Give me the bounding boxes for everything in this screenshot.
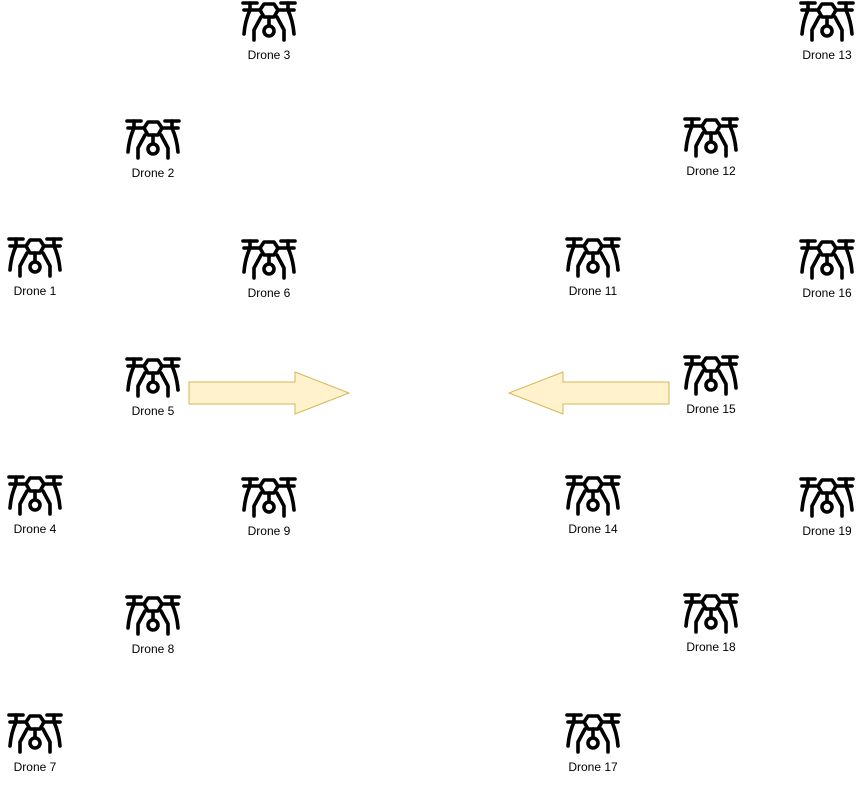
drone-label: Drone 14 (568, 522, 618, 536)
drone-label: Drone 9 (247, 524, 291, 538)
drone-label: Drone 4 (13, 522, 57, 536)
drone-label: Drone 11 (568, 284, 618, 298)
drone-node: Drone 2 (118, 118, 188, 188)
drone-node: Drone 4 (0, 474, 70, 544)
drone-node: Drone 19 (792, 476, 856, 546)
drone-label: Drone 2 (131, 166, 175, 180)
arrow-left-icon (507, 371, 670, 415)
drone-node: Drone 11 (558, 236, 628, 306)
drone-node: Drone 5 (118, 356, 188, 426)
drone-label: Drone 5 (131, 404, 175, 418)
drone-label: Drone 18 (686, 640, 736, 654)
drone-node: Drone 1 (0, 236, 70, 306)
drone-label: Drone 7 (13, 760, 57, 774)
drone-label: Drone 13 (802, 48, 852, 62)
drone-node: Drone 8 (118, 594, 188, 664)
arrow-right-icon (188, 371, 351, 415)
drone-node: Drone 15 (676, 354, 746, 424)
drone-node: Drone 17 (558, 712, 628, 782)
drone-node: Drone 14 (558, 474, 628, 544)
drone-node: Drone 12 (676, 116, 746, 186)
drone-label: Drone 15 (686, 402, 736, 416)
drone-node: Drone 16 (792, 238, 856, 308)
drone-node: Drone 6 (234, 238, 304, 308)
drone-node: Drone 3 (234, 0, 304, 70)
drone-label: Drone 19 (802, 524, 852, 538)
drone-node: Drone 7 (0, 712, 70, 782)
drone-label: Drone 1 (13, 284, 57, 298)
drone-label: Drone 17 (568, 760, 618, 774)
drone-node: Drone 9 (234, 476, 304, 546)
drone-label: Drone 3 (247, 48, 291, 62)
drone-node: Drone 13 (792, 0, 856, 70)
drone-label: Drone 16 (802, 286, 852, 300)
drone-label: Drone 8 (131, 642, 175, 656)
drone-label: Drone 12 (686, 164, 736, 178)
drone-label: Drone 6 (247, 286, 291, 300)
drone-node: Drone 18 (676, 592, 746, 662)
